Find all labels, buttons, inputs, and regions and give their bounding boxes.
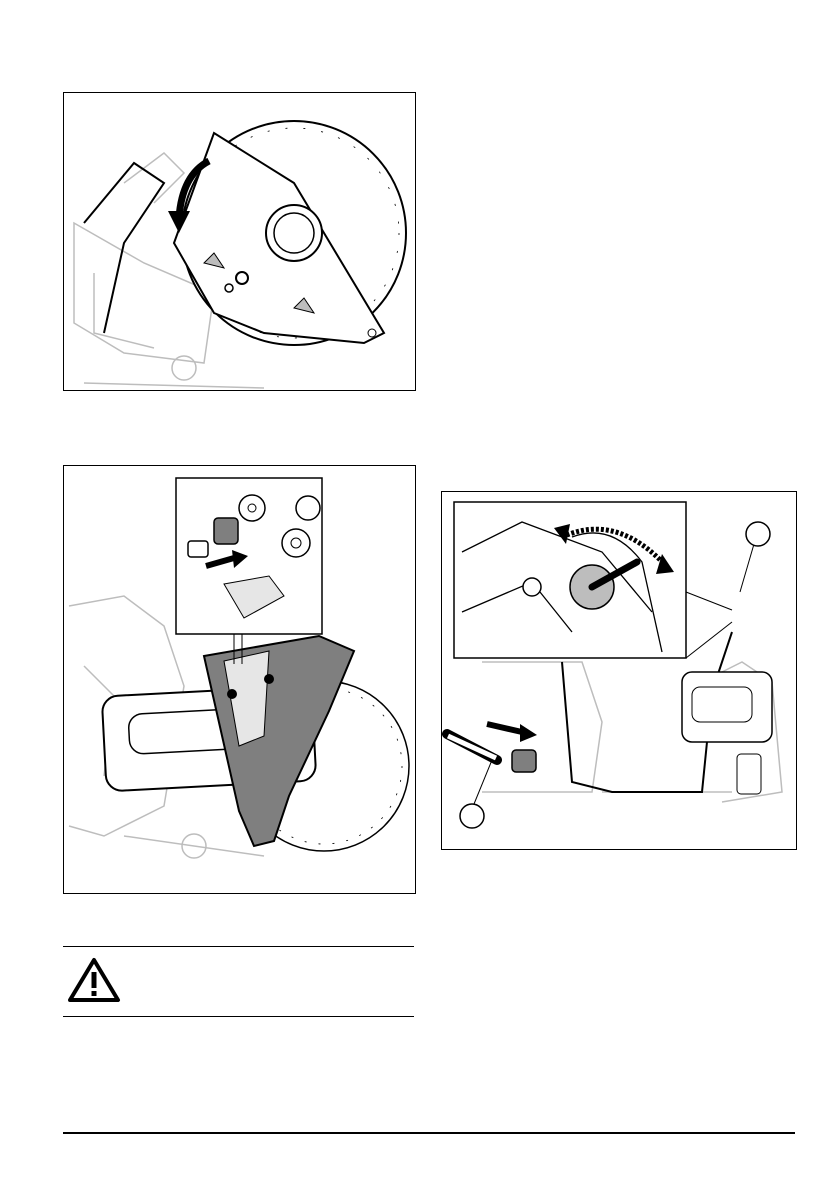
- bolt: [523, 578, 541, 596]
- callout-marker: [746, 522, 770, 546]
- bolt: [236, 272, 248, 284]
- flange-washer-hole: [248, 504, 256, 512]
- warning-rule-top: [63, 946, 414, 947]
- arrow-head-icon: [520, 724, 537, 742]
- foot: [737, 754, 761, 794]
- figure-guard-adjust: [441, 491, 797, 850]
- guard-pin: [368, 329, 376, 337]
- bolt: [227, 689, 237, 699]
- figure-blade-guard-rotate: [63, 92, 416, 391]
- motor-housing: [682, 672, 772, 742]
- insert-arrow-icon: [487, 724, 522, 732]
- connector-nut: [512, 750, 536, 772]
- guard-adjust-illustration: [442, 492, 796, 849]
- flange-washer-hole: [291, 538, 301, 548]
- nut: [225, 284, 233, 292]
- bolt: [188, 541, 208, 557]
- callout-marker: [296, 496, 320, 520]
- disc-hub-inner: [274, 213, 314, 253]
- callout-leader: [740, 544, 754, 592]
- callout-leader: [474, 760, 492, 804]
- footer-rule: [63, 1132, 795, 1134]
- bolt: [264, 674, 274, 684]
- callout-marker: [460, 804, 484, 828]
- guard-assembly-illustration: [64, 466, 415, 893]
- handle-frame: [84, 163, 164, 333]
- spacer-bushing: [214, 518, 238, 544]
- inset-pointer: [686, 592, 732, 610]
- warning-rule-bottom: [63, 1016, 414, 1017]
- figure-guard-flange-assembly: [63, 465, 416, 894]
- blade-guard-illustration: [64, 93, 415, 390]
- detail-inset: [454, 502, 686, 658]
- tool-shaft-highlight: [448, 736, 496, 758]
- warning-triangle-icon: [67, 957, 121, 1003]
